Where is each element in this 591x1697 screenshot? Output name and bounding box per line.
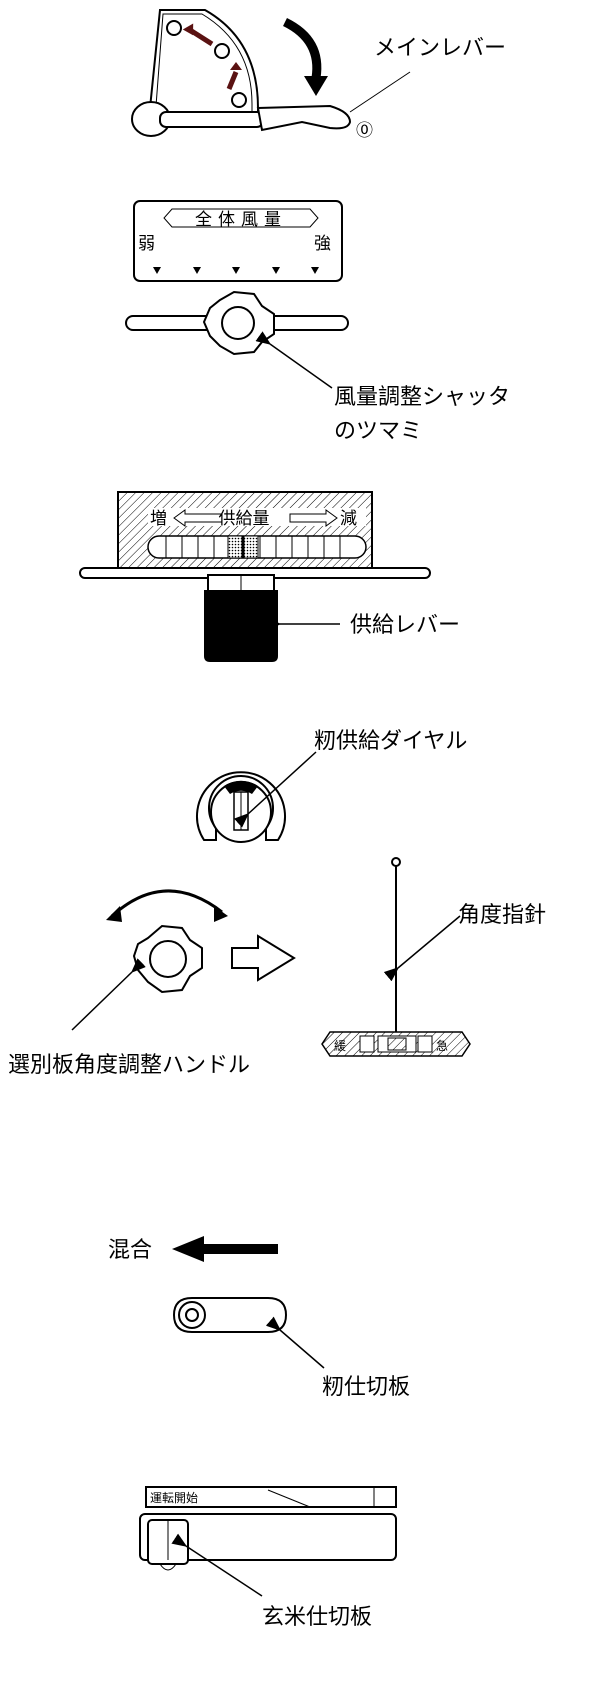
start-scale <box>145 1486 397 1508</box>
brown-rice-panel <box>139 1513 397 1561</box>
angle-gentle: 緩 <box>334 1039 346 1053</box>
supply-increase: 増 <box>150 509 167 529</box>
paddy-dial[interactable] <box>196 771 286 843</box>
air-volume-scale-marks <box>153 267 319 274</box>
supply-panel <box>117 491 373 569</box>
air-volume-knob-label-1: 風量調整シャッタ <box>334 385 510 410</box>
supply-title: 供給量 <box>219 509 270 529</box>
air-volume-weak: 弱 <box>138 234 155 254</box>
main-lever-label: メインレバー <box>374 36 506 61</box>
arrow-right-icon <box>231 934 296 982</box>
air-volume-knob-label-2: のツマミ <box>334 419 422 444</box>
paddy-partition-label: 籾仕切板 <box>322 1375 410 1400</box>
sorting-plate-handle[interactable] <box>132 924 203 994</box>
air-volume-knob[interactable] <box>125 290 349 356</box>
mix-label: 混合 <box>108 1238 152 1263</box>
supply-lever[interactable] <box>204 574 278 662</box>
air-volume-panel <box>133 200 343 282</box>
sorting-handle-label: 選別板角度調整ハンドル <box>8 1053 250 1078</box>
paddy-dial-label: 籾供給ダイヤル <box>314 729 467 754</box>
supply-lever-label: 供給レバー <box>350 613 460 638</box>
angle-scale <box>321 1031 471 1057</box>
angle-steep: 急 <box>436 1038 448 1053</box>
main-lever-position: ⓪ <box>356 121 373 141</box>
supply-decrease: 減 <box>340 509 357 529</box>
air-volume-title: 全体風量 <box>195 210 287 230</box>
start-label: 運転開始 <box>150 1491 198 1505</box>
angle-pointer-label: 角度指針 <box>458 903 546 928</box>
rotation-arrow <box>110 889 223 918</box>
main-lever-figure <box>131 9 411 137</box>
brown-rice-partition[interactable] <box>147 1519 189 1571</box>
paddy-partition[interactable] <box>172 1297 288 1333</box>
angle-pointer <box>391 857 401 1032</box>
air-volume-strong: 強 <box>314 234 331 254</box>
mix-arrow-icon <box>172 1236 278 1262</box>
brown-rice-partition-label: 玄米仕切板 <box>262 1605 372 1630</box>
